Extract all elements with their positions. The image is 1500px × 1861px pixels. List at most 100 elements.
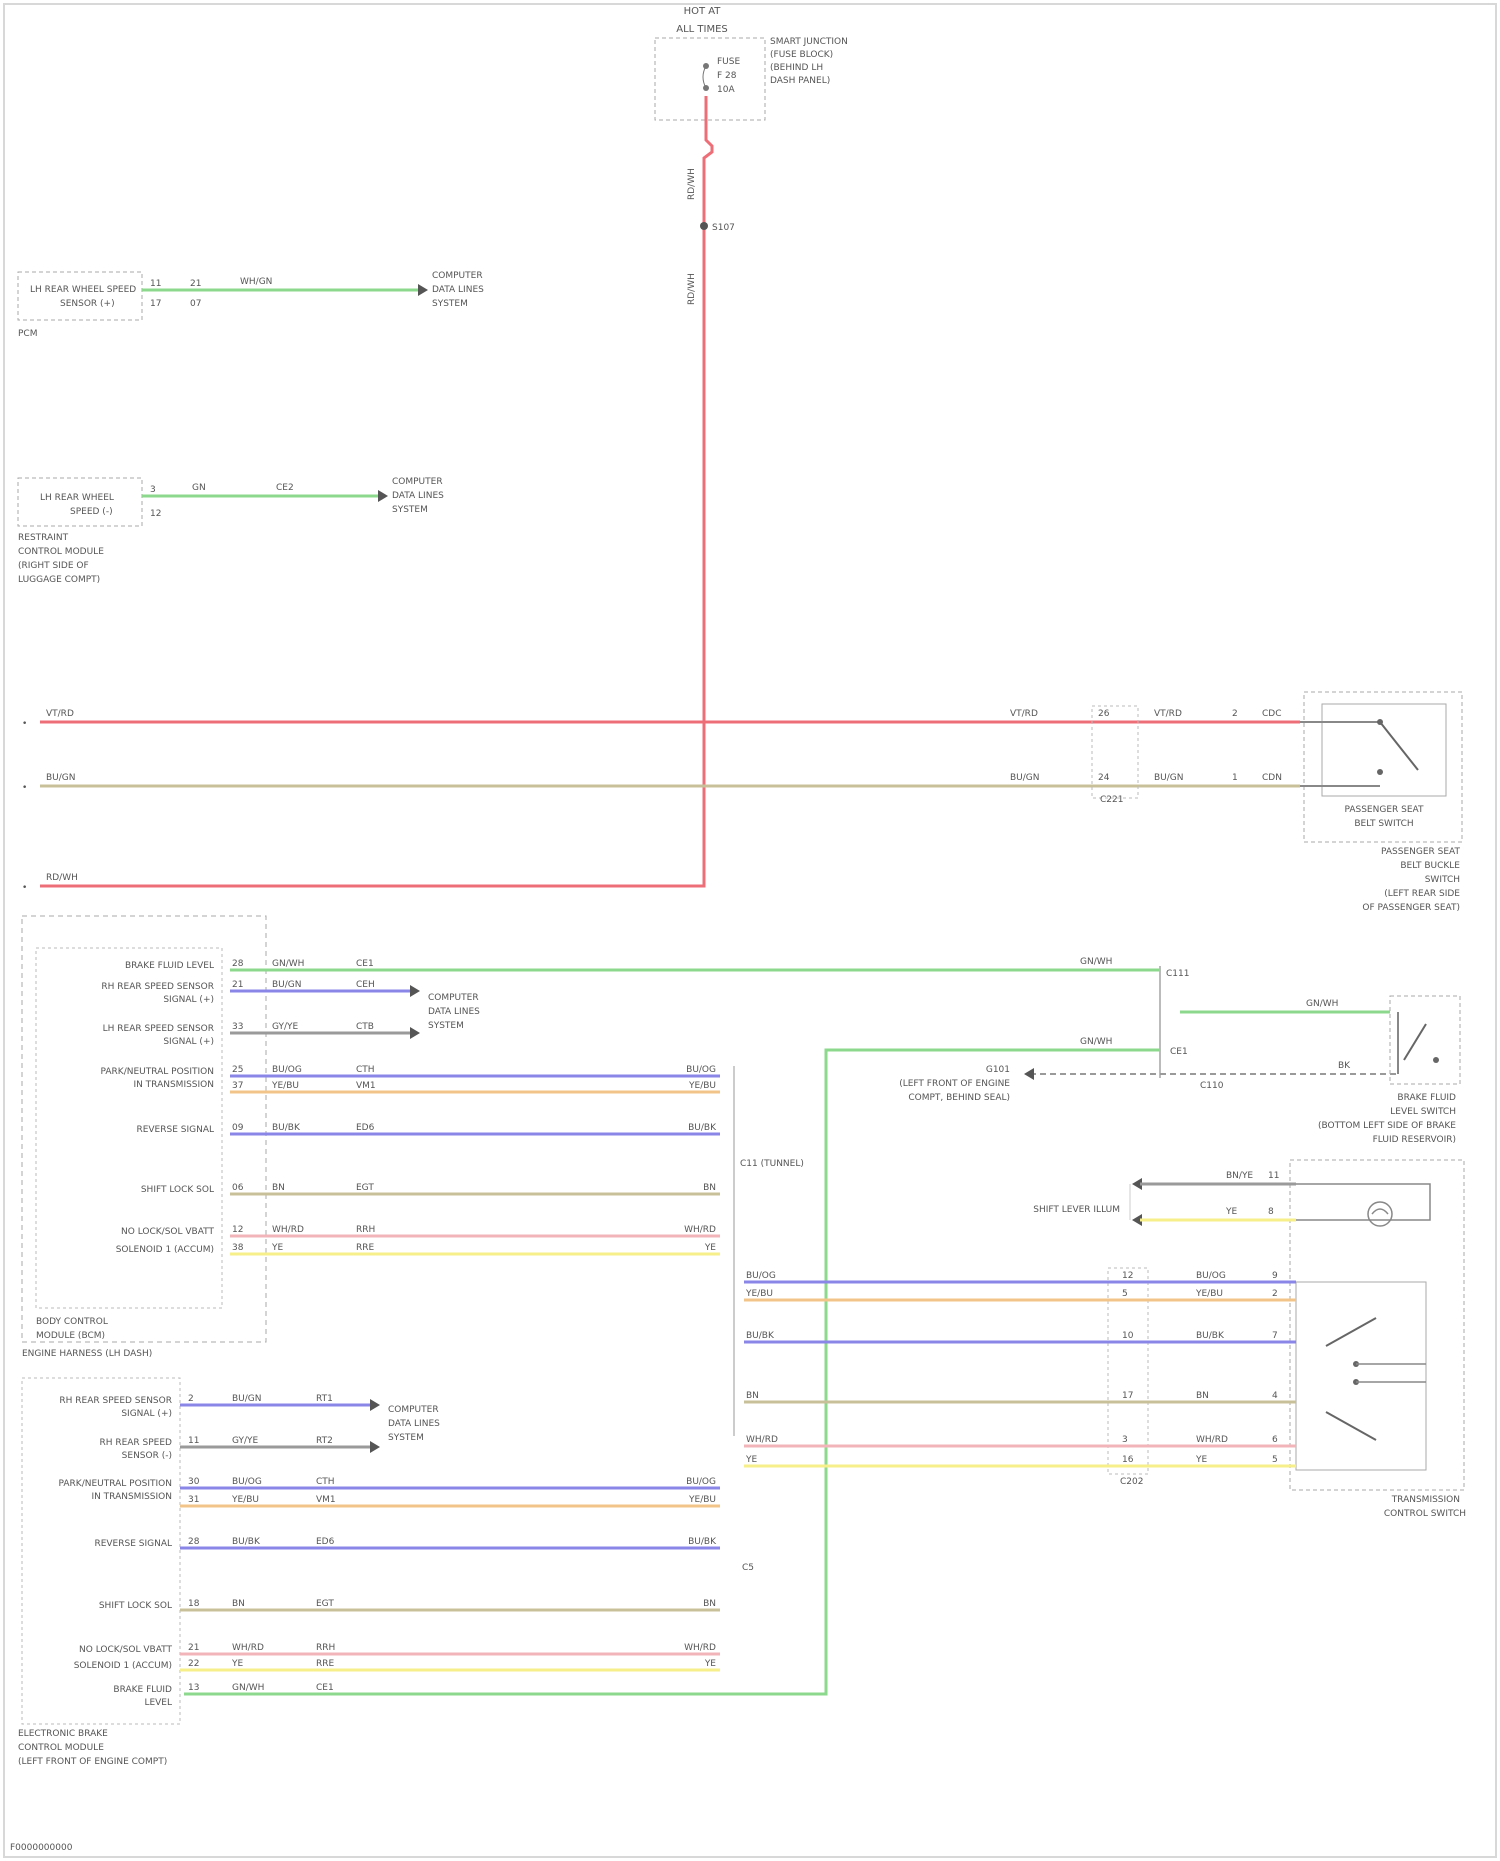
brake-fluid-switch: C111 GN/WH GN/WH CE1 GN/WH BK C110 G101 …	[184, 957, 1460, 1694]
pcm-pin-c: 21	[190, 279, 201, 289]
seatbelt-inner-line-2: BELT SWITCH	[1354, 819, 1413, 829]
trans-left-label: BU/OG	[746, 1271, 776, 1281]
fuse-block-subtitle: ALL TIMES	[676, 24, 728, 35]
ebcm-circuit: RT1	[316, 1394, 333, 1404]
trans-pin-a: 10	[1122, 1331, 1134, 1341]
trans-conn: C202	[1120, 1477, 1143, 1487]
ebcm-wire-color: BU/GN	[232, 1394, 262, 1404]
bcm-wire-color: GY/YE	[272, 1022, 299, 1032]
power-far-circuit-1: CDC	[1262, 709, 1282, 719]
bcm-right-label: WH/RD	[684, 1225, 716, 1235]
svg-text:•: •	[22, 719, 27, 729]
power-left-label-3: RD/WH	[46, 873, 78, 883]
brake-wire-top: GN/WH	[1080, 957, 1112, 967]
trans-pin-a: 17	[1122, 1391, 1133, 1401]
ebcm-pin-label: BRAKE FLUID	[113, 1685, 172, 1695]
power-sw-pin-2: 1	[1232, 773, 1238, 783]
trans-pin-b: 7	[1272, 1331, 1278, 1341]
bcm-circuit: CE1	[356, 959, 374, 969]
bcm-pin-label: LH REAR SPEED SENSOR	[103, 1024, 214, 1034]
illum-wire-2: YE	[1225, 1207, 1237, 1217]
trans-pin-b: 2	[1272, 1289, 1278, 1299]
ebcm-wire-color: YE/BU	[231, 1495, 259, 1505]
bcm-circuit: VM1	[356, 1081, 376, 1091]
range-switch-icon	[1326, 1318, 1376, 1346]
seatbelt-caption-line-4: (LEFT REAR SIDE	[1384, 889, 1460, 899]
bcm-pin-label: BRAKE FLUID LEVEL	[125, 961, 214, 971]
trans-pin-b: 6	[1272, 1435, 1278, 1445]
bcm-pin-number: 21	[232, 980, 243, 990]
pcm-pin-a: 11	[150, 279, 161, 289]
bcm-circuit: RRE	[356, 1243, 375, 1253]
trans-wire-label: BN	[1196, 1391, 1209, 1401]
fuse-location-line-3: (BEHIND LH	[770, 63, 823, 73]
splice-main-label: S107	[712, 223, 735, 233]
bcm-wire-color: BU/GN	[272, 980, 302, 990]
fuse-id: F 28	[717, 71, 737, 81]
arrow-icon	[370, 1399, 380, 1411]
brake-caption-line-4: FLUID RESERVOIR)	[1373, 1135, 1456, 1145]
bcm-wire-color: BN	[272, 1183, 285, 1193]
main-feed-wire: S107 RD/WH RD/WH	[40, 96, 735, 886]
illum-pin-1: 11	[1268, 1171, 1279, 1181]
bcm-dest-line-3: SYSTEM	[428, 1021, 464, 1031]
brake-conn-2: C110	[1200, 1081, 1224, 1091]
bcm-dest-line-1: COMPUTER	[428, 993, 479, 1003]
power-far-label-2: BU/GN	[1154, 773, 1184, 783]
ebcm-pin-label: RH REAR SPEED SENSOR	[59, 1396, 172, 1406]
illum-pin-2: 8	[1268, 1207, 1274, 1217]
brake-caption-line-3: (BOTTOM LEFT SIDE OF BRAKE	[1318, 1121, 1456, 1131]
ebcm-caption-line-3: (LEFT FRONT OF ENGINE COMPT)	[18, 1757, 167, 1767]
power-left-label-1: VT/RD	[46, 709, 74, 719]
ebcm-circuit: CTH	[316, 1477, 335, 1487]
power-sw-pin-1: 2	[1232, 709, 1238, 719]
bcm-dest-line-2: DATA LINES	[428, 1007, 480, 1017]
brake-wire-top-2: GN/WH	[1306, 999, 1338, 1009]
feed-wire-label-1: RD/WH	[687, 168, 697, 200]
page-border	[4, 4, 1496, 1857]
rcm-dest-line-1: COMPUTER	[392, 477, 443, 487]
ground-label-line-2: (LEFT FRONT OF ENGINE	[899, 1079, 1010, 1089]
brake-caption-line-2: LEVEL SWITCH	[1390, 1107, 1456, 1117]
ebcm-circuit: ED6	[316, 1537, 335, 1547]
seatbelt-caption-line-2: BELT BUCKLE	[1400, 861, 1460, 871]
power-conn-pin-2: 24	[1098, 773, 1110, 783]
power-conn-id: C221	[1100, 795, 1123, 805]
ebcm-dest-line-3: SYSTEM	[388, 1433, 424, 1443]
ebcm-circuit: RT2	[316, 1436, 333, 1446]
bcm-wire-color: WH/RD	[272, 1225, 304, 1235]
ebcm-right-label: BU/OG	[686, 1477, 716, 1487]
fuse-block: HOT AT ALL TIMES FUSE F 28 10A SMART JUN…	[655, 6, 848, 120]
pcm-wire-label: WH/GN	[240, 277, 272, 287]
power-far-label-1: VT/RD	[1154, 709, 1182, 719]
bcm-right-label: YE/BU	[688, 1081, 716, 1091]
rcm-caption-line-3: (RIGHT SIDE OF	[18, 561, 89, 571]
illum-label: SHIFT LEVER ILLUM	[1033, 1205, 1120, 1215]
arrow-icon	[410, 985, 420, 997]
bulb-icon	[1368, 1202, 1392, 1226]
trans-wire-label: BU/OG	[1196, 1271, 1226, 1281]
ebcm-pin-label: RH REAR SPEED	[99, 1438, 172, 1448]
pcm-box-line-1: LH REAR WHEEL SPEED	[30, 285, 136, 295]
bcm-caption-line-2: MODULE (BCM)	[36, 1331, 105, 1341]
ebcm-pin-label-2: SENSOR (-)	[122, 1451, 172, 1461]
ebcm-right-label: YE/BU	[688, 1495, 716, 1505]
ebcm-circuit: RRE	[316, 1659, 335, 1669]
trans-pin-b: 4	[1272, 1391, 1278, 1401]
seatbelt-caption-line-1: PASSENGER SEAT	[1381, 847, 1460, 857]
bcm-pin-number: 28	[232, 959, 244, 969]
ebcm-pin-number: 22	[188, 1659, 199, 1669]
rcm-dest-line-2: DATA LINES	[392, 491, 444, 501]
ebcm-pin-number: 13	[188, 1683, 199, 1693]
bcm-right-label: BN	[703, 1183, 716, 1193]
bcm-wire-color: BU/BK	[272, 1123, 301, 1133]
bcm-pin-label: RH REAR SPEED SENSOR	[101, 982, 214, 992]
arrow-icon	[370, 1441, 380, 1453]
bcm-pin-label-2: SIGNAL (+)	[163, 1037, 214, 1047]
ebcm-caption-line-1: ELECTRONIC BRAKE	[18, 1729, 108, 1739]
power-right-label-2: BU/GN	[1010, 773, 1040, 783]
seatbelt-switch-icon	[1380, 722, 1418, 770]
